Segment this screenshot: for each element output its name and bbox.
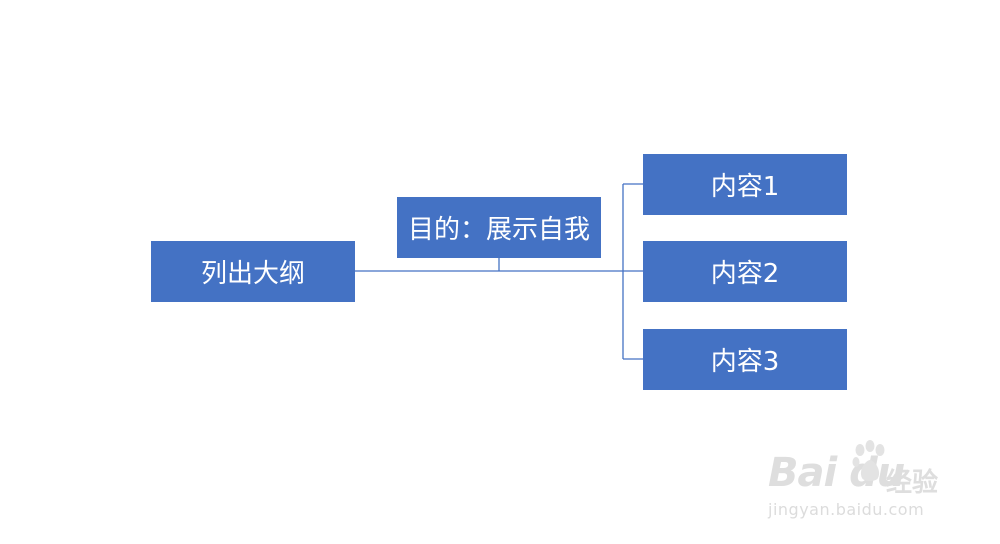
node-content-2-label: 内容2	[710, 259, 780, 289]
node-content-3[interactable]: 内容3	[643, 329, 847, 390]
node-root-outline[interactable]: 列出大纲	[151, 241, 355, 302]
baidu-watermark: Bai du 经验 jingyan.baidu.com	[768, 440, 968, 530]
watermark-brand-cn: 经验	[886, 468, 939, 498]
watermark-brand: Bai du	[768, 450, 905, 496]
paw-icon	[852, 440, 885, 481]
node-purpose-label: 目的：展示自我	[407, 215, 590, 245]
node-content-1[interactable]: 内容1	[643, 154, 847, 215]
node-content-2[interactable]: 内容2	[643, 241, 847, 302]
node-content-1-label: 内容1	[710, 172, 780, 202]
node-content-3-label: 内容3	[710, 347, 780, 377]
node-root-label: 列出大纲	[200, 259, 305, 289]
watermark-url: jingyan.baidu.com	[768, 500, 925, 519]
node-purpose[interactable]: 目的：展示自我	[397, 197, 601, 258]
